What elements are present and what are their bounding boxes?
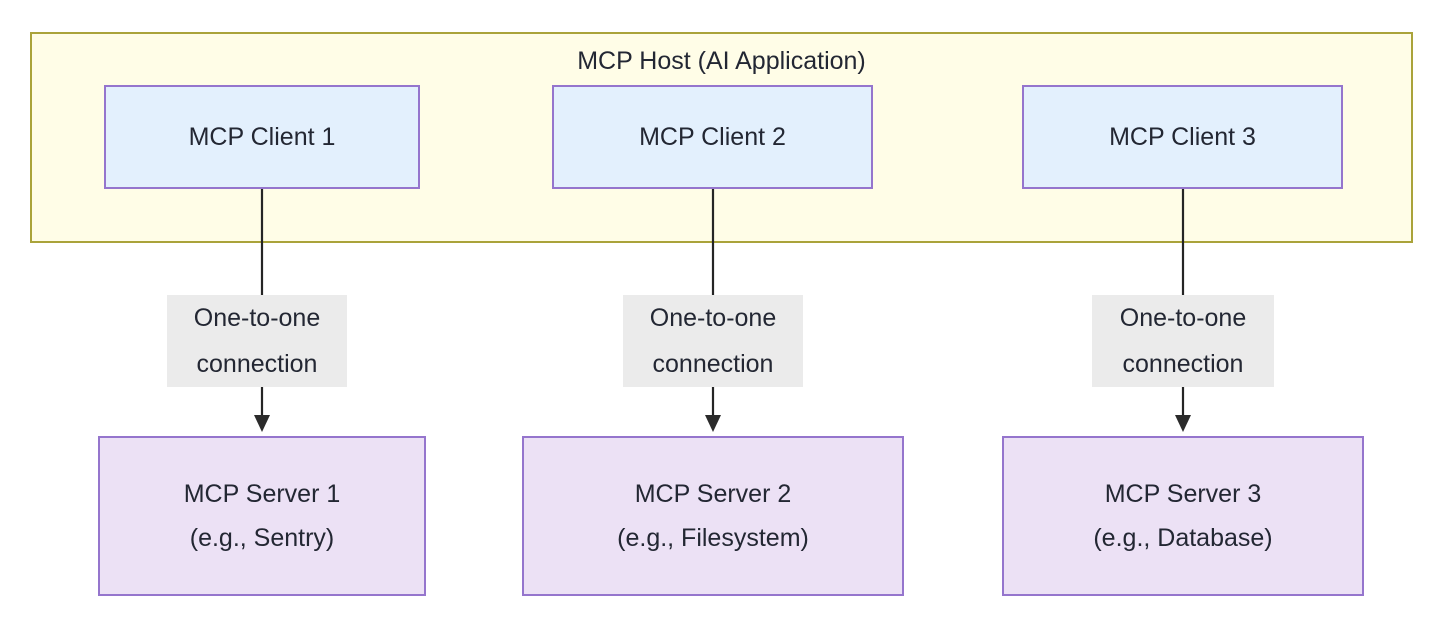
edge-label-one-to-one-2: One-to-one connection xyxy=(623,295,803,387)
edge-label-one-to-one-3: One-to-one connection xyxy=(1092,295,1274,387)
mcp-host-title: MCP Host (AI Application) xyxy=(577,47,866,75)
node-label-line2: (e.g., Database) xyxy=(1093,524,1273,552)
node-label: MCP Client 2 xyxy=(639,123,786,151)
node-label: MCP Client 1 xyxy=(188,123,336,151)
arrowhead-icon xyxy=(254,415,270,432)
node-mcp-client-3[interactable]: MCP Client 3 xyxy=(1022,85,1343,189)
arrowhead-icon xyxy=(1175,415,1191,432)
node-label-line1: MCP Server 3 xyxy=(1104,480,1262,508)
edge-label-line1: One-to-one xyxy=(649,304,777,332)
node-mcp-client-2[interactable]: MCP Client 2 xyxy=(552,85,873,189)
node-mcp-server-3[interactable]: MCP Server 3 (e.g., Database) xyxy=(1002,436,1364,596)
edge-label-one-to-one-1: One-to-one connection xyxy=(167,295,347,387)
edge-label-line2: connection xyxy=(652,350,774,378)
node-mcp-server-2[interactable]: MCP Server 2 (e.g., Filesystem) xyxy=(522,436,904,596)
edge-label-line1: One-to-one xyxy=(1119,304,1247,332)
node-label-line1: MCP Server 1 xyxy=(183,480,341,508)
node-label-line1: MCP Server 2 xyxy=(634,480,792,508)
node-mcp-server-1[interactable]: MCP Server 1 (e.g., Sentry) xyxy=(98,436,426,596)
edge-label-line2: connection xyxy=(1122,350,1244,378)
node-label-line2: (e.g., Sentry) xyxy=(189,524,335,552)
arrowhead-icon xyxy=(705,415,721,432)
edge-label-line1: One-to-one xyxy=(193,304,321,332)
edge-label-line2: connection xyxy=(196,350,318,378)
node-mcp-client-1[interactable]: MCP Client 1 xyxy=(104,85,420,189)
node-label: MCP Client 3 xyxy=(1109,123,1256,151)
node-label-line2: (e.g., Filesystem) xyxy=(617,524,809,552)
